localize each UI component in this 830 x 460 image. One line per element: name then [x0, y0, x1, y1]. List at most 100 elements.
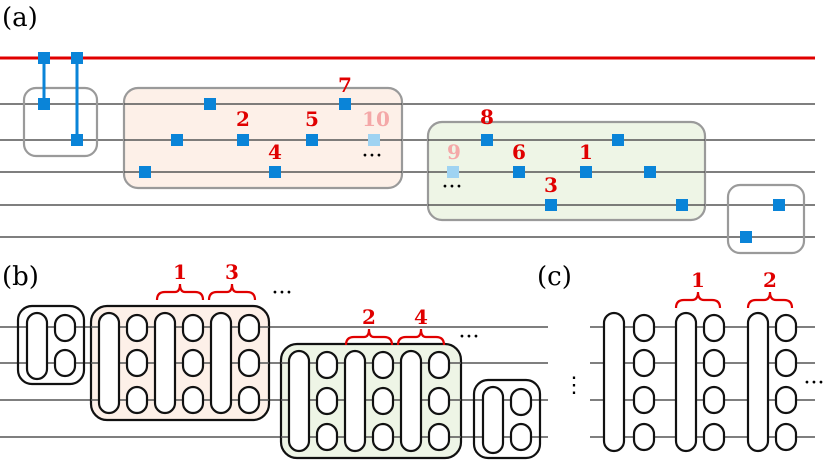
brace	[674, 291, 722, 309]
label-number: 3	[544, 173, 558, 197]
node	[740, 231, 752, 243]
label-number: 6	[512, 140, 526, 164]
gate-short	[632, 385, 656, 415]
gate-short	[702, 385, 726, 415]
label-number: 4	[268, 140, 282, 164]
gate-short	[125, 313, 149, 343]
gate-tall	[602, 311, 626, 453]
group-box-small-right	[726, 183, 806, 255]
gate-short	[632, 313, 656, 343]
node	[513, 166, 525, 178]
ellipsis: ···	[362, 144, 383, 169]
panel-b: (b)	[0, 260, 548, 460]
ellipsis: ···	[459, 325, 480, 350]
label-number-faded: 9	[447, 140, 461, 164]
gate-short	[315, 386, 339, 416]
label-number: 1	[579, 140, 593, 164]
gate-short	[237, 313, 261, 343]
node	[38, 98, 50, 110]
node	[676, 199, 688, 211]
gate-short	[371, 422, 395, 452]
node	[580, 166, 592, 178]
label-number: 2	[236, 107, 250, 131]
node	[204, 98, 216, 110]
ellipsis: ···	[272, 281, 293, 306]
gate-short	[774, 348, 798, 378]
label-number-faded: 10	[362, 107, 390, 131]
panel-c-label: (c)	[537, 262, 572, 292]
label-number: 7	[338, 73, 352, 97]
gate-short	[702, 313, 726, 343]
node	[269, 166, 281, 178]
gate-short	[125, 348, 149, 378]
gate-short	[53, 348, 77, 378]
node	[773, 199, 785, 211]
gate-short	[632, 422, 656, 452]
node	[612, 134, 624, 146]
gate-short	[702, 348, 726, 378]
node	[545, 199, 557, 211]
gate-tall	[25, 311, 49, 381]
panel-c: (c) 1 2 ⋮ ···	[537, 262, 825, 453]
node	[38, 52, 50, 64]
gate-short	[53, 313, 77, 343]
node	[306, 134, 318, 146]
gate-tall	[287, 349, 311, 453]
gate-short	[774, 385, 798, 415]
label-number: 5	[305, 107, 319, 131]
brace	[155, 283, 205, 301]
panel-b-label: (b)	[2, 262, 39, 292]
node	[139, 166, 151, 178]
gate-short	[371, 350, 395, 380]
panel-a: (a)	[0, 3, 815, 255]
ellipsis-vertical: ⋮	[563, 373, 585, 398]
brace-label: 3	[225, 260, 239, 284]
brace-label: 2	[763, 268, 777, 292]
node	[237, 134, 249, 146]
panel-a-label: (a)	[2, 3, 38, 33]
brace-label: 2	[362, 305, 376, 329]
brace-label: 4	[414, 305, 428, 329]
brace	[344, 328, 394, 346]
gate-tall	[343, 349, 367, 453]
group-box-green	[426, 120, 707, 222]
node	[71, 52, 83, 64]
ellipsis: ···	[804, 371, 825, 396]
gate-short	[181, 385, 205, 415]
node	[481, 134, 493, 146]
group-box-orange	[122, 86, 404, 190]
ellipsis: ···	[442, 175, 463, 200]
gate-short	[371, 386, 395, 416]
gate-tall	[674, 311, 698, 453]
gate-tall	[153, 311, 177, 415]
node	[644, 166, 656, 178]
gate-tall	[399, 349, 423, 453]
group-box-small-left	[22, 86, 99, 158]
gate-short	[181, 348, 205, 378]
node-faded	[368, 134, 380, 146]
gate-short	[427, 350, 451, 380]
brace	[396, 328, 446, 346]
gate-short	[632, 348, 656, 378]
gate-short	[427, 422, 451, 452]
gate-short	[315, 422, 339, 452]
brace	[746, 291, 794, 309]
brace-label: 1	[173, 260, 187, 284]
gate-short	[427, 386, 451, 416]
node	[71, 134, 83, 146]
node	[171, 134, 183, 146]
brace-label: 1	[691, 268, 705, 292]
gate-tall	[209, 311, 233, 415]
gate-short	[237, 385, 261, 415]
group-box-b-left	[16, 304, 86, 386]
group-box-b-right	[472, 378, 542, 460]
gate-short	[181, 313, 205, 343]
gate-short	[237, 348, 261, 378]
gate-short	[509, 387, 533, 417]
gate-short	[315, 350, 339, 380]
gate-tall	[481, 385, 505, 455]
brace	[207, 283, 257, 301]
gate-tall	[97, 311, 121, 415]
gate-tall	[746, 311, 770, 453]
